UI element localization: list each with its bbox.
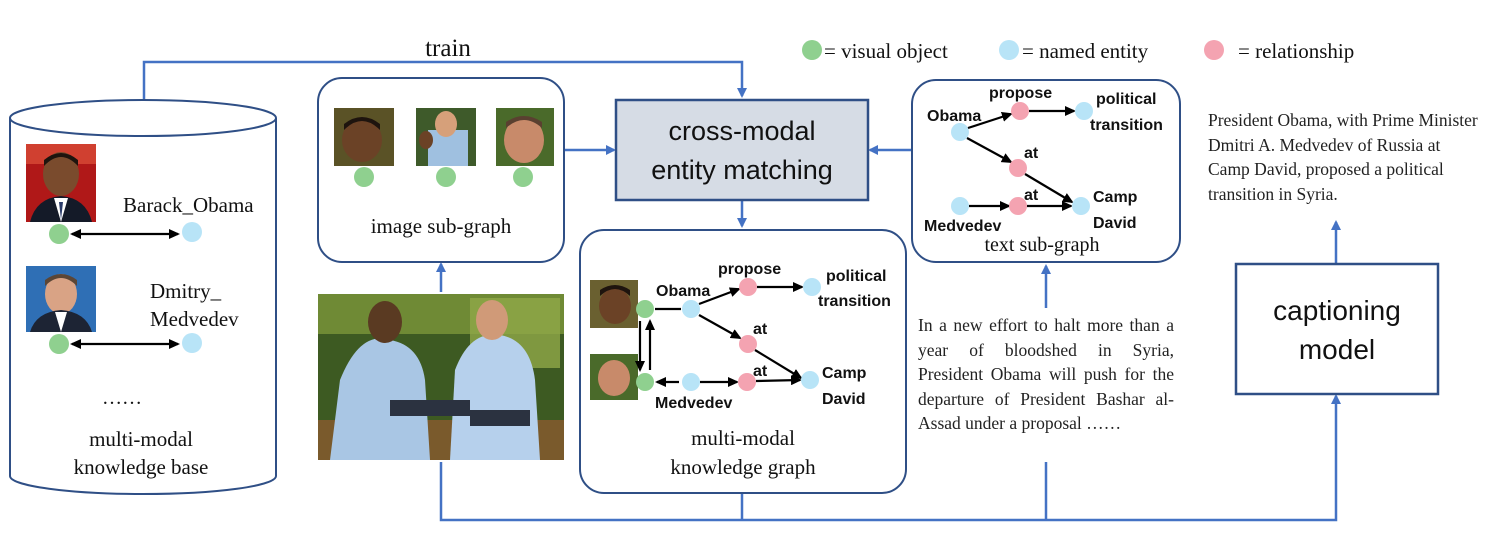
mm-face-obama [590, 280, 638, 328]
mm-label-obama: Obama [656, 283, 710, 300]
mm-label-medvedev: Medvedev [655, 395, 732, 412]
text-node-propose [1011, 102, 1029, 120]
captioning-model-line2: model [1299, 334, 1375, 365]
legend-relationship-label: = relationship [1238, 39, 1354, 63]
legend: = visual object = named entity = relatio… [802, 39, 1354, 63]
legend-relationship-dot [1204, 40, 1224, 60]
mm-graph-label-line1: multi-modal [691, 426, 795, 450]
train-label: train [425, 35, 471, 62]
text-node-at1 [1009, 159, 1027, 177]
mm-graph-box: Obama propose political transition at at… [579, 229, 907, 494]
text-label-at2: at [1024, 187, 1039, 204]
text-label-david: David [1093, 215, 1137, 232]
legend-named-entity-dot [999, 40, 1019, 60]
mm-node-visual-medvedev [636, 373, 654, 391]
mm-label-at1: at [753, 321, 768, 338]
kb-entity-dmitry-line2: Medvedev [150, 307, 239, 331]
mm-node-obama [682, 300, 700, 318]
legend-named-entity-label: = named entity [1022, 39, 1149, 63]
legend-visual-object-label: = visual object [824, 39, 948, 63]
mm-node-political-transition [803, 278, 821, 296]
mm-label-at2: at [753, 363, 768, 380]
mm-label-david: David [822, 391, 866, 408]
text-subgraph-box: Obama propose political transition at at… [911, 79, 1181, 263]
article-text: In a new effort to halt more than a year… [918, 315, 1174, 433]
news-photo [318, 294, 564, 460]
mm-label-camp: Camp [822, 365, 867, 382]
text-label-transition: transition [1090, 117, 1163, 134]
image-node-3 [513, 167, 533, 187]
mm-graph-label-line2: knowledge graph [670, 455, 816, 479]
text-label-medvedev: Medvedev [924, 218, 1001, 235]
legend-visual-object-dot [802, 40, 822, 60]
caption-text: President Obama, with Prime Minister Dmi… [1208, 110, 1478, 204]
kb-medvedev-entity-node [182, 333, 202, 353]
text-subgraph-label: text sub-graph [985, 234, 1100, 256]
text-label-political: political [1096, 91, 1156, 108]
mm-node-at2 [738, 373, 756, 391]
kb-medvedev-visual-node [49, 334, 69, 354]
mm-label-transition: transition [818, 293, 891, 310]
face-crop-medvedev [496, 108, 554, 166]
text-node-medvedev [951, 197, 969, 215]
kb-label-line2: knowledge base [74, 455, 209, 479]
captioning-model-line1: captioning [1273, 295, 1401, 326]
matching-line1: cross-modal [668, 116, 815, 146]
mm-label-propose: propose [718, 261, 781, 278]
image-subgraph-box: image sub-graph [317, 77, 565, 263]
kb-ellipsis: …… [102, 387, 142, 409]
face-crop-both [416, 108, 476, 166]
mm-label-political: political [826, 268, 886, 285]
image-subgraph-label: image sub-graph [371, 214, 512, 238]
kb-obama-entity-node [182, 222, 202, 242]
text-label-obama: Obama [927, 108, 981, 125]
image-node-2 [436, 167, 456, 187]
text-node-camp-david [1072, 197, 1090, 215]
kb-label-line1: multi-modal [89, 427, 193, 451]
flow-arrows [142, 60, 1341, 522]
text-node-political-transition [1075, 102, 1093, 120]
mm-node-at1 [739, 335, 757, 353]
text-label-camp: Camp [1093, 189, 1138, 206]
face-crop-obama [334, 108, 394, 166]
knowledge-base-cylinder: Barack_Obama Dmitry_ Medvedev …… multi-m… [9, 99, 277, 495]
bottom-feed-arrow [439, 394, 1341, 522]
kb-entity-barack-obama: Barack_Obama [123, 193, 254, 217]
text-label-propose: propose [989, 85, 1052, 102]
mm-face-medvedev [590, 354, 638, 400]
kb-entity-dmitry-line1: Dmitry_ [150, 279, 222, 303]
text-label-at1: at [1024, 145, 1039, 162]
image-node-1 [354, 167, 374, 187]
kb-obama-visual-node [49, 224, 69, 244]
kb-medvedev-portrait [26, 266, 96, 332]
captioning-model-box: captioning model [1234, 262, 1440, 396]
mm-node-camp-david [801, 371, 819, 389]
mm-node-medvedev [682, 373, 700, 391]
mm-node-visual-obama [636, 300, 654, 318]
matching-box: cross-modal entity matching [614, 98, 870, 202]
text-node-at2 [1009, 197, 1027, 215]
train-arrow [142, 60, 747, 100]
kb-obama-portrait [26, 144, 96, 222]
mm-node-propose [739, 278, 757, 296]
matching-line2: entity matching [651, 155, 833, 185]
text-node-obama [951, 123, 969, 141]
